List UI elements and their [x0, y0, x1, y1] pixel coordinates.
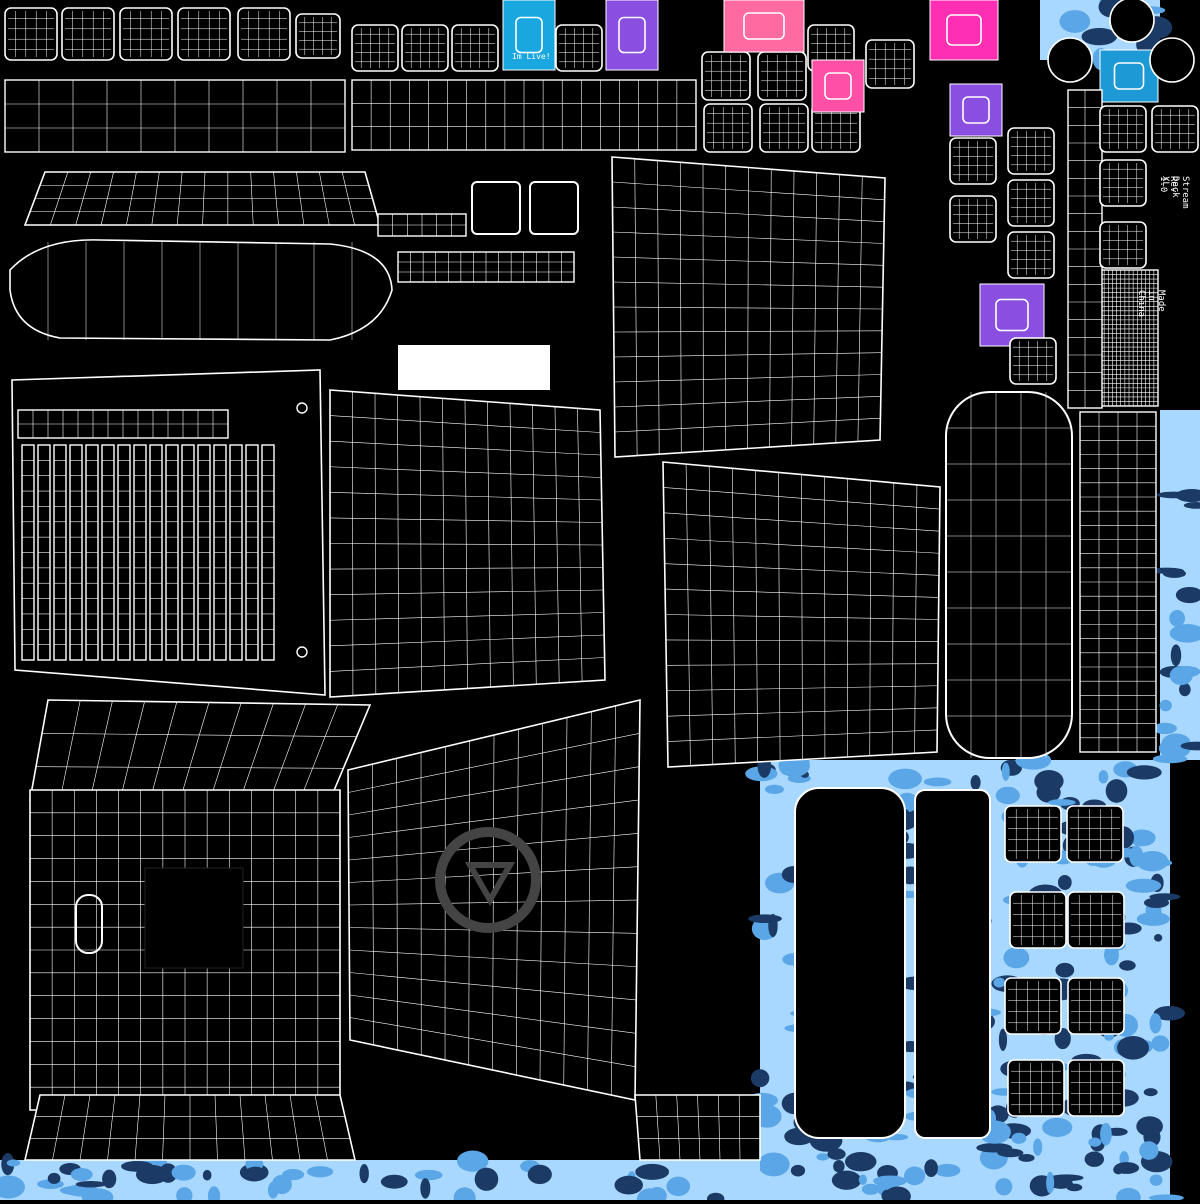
- keycap-right-0: [950, 138, 996, 184]
- monitor-icon: [930, 0, 998, 60]
- thin-strip-b: [398, 252, 574, 282]
- slanted-strip: [1068, 90, 1102, 408]
- slat-7: [134, 445, 146, 660]
- dark-slot: [145, 868, 243, 968]
- keycap-camo-0: [1005, 806, 1061, 862]
- keycap-camo-7: [1068, 1060, 1124, 1116]
- slat-6: [118, 445, 130, 660]
- slat-1: [38, 445, 50, 660]
- keycap-row2-0: [352, 25, 398, 71]
- keycap-top-4: [238, 8, 290, 60]
- slat-0: [22, 445, 34, 660]
- camera-icon: [724, 0, 804, 52]
- keycap-right-3: [1008, 180, 1054, 226]
- tall-bar-right: [1080, 412, 1156, 752]
- keycap-row2-3: [556, 25, 602, 71]
- keycap-right-8: [1100, 160, 1146, 206]
- top-mid-bar: [352, 80, 696, 150]
- camo-slot-mid: [915, 790, 990, 1138]
- mixer-icon: [950, 84, 1002, 136]
- grid-icon: [980, 284, 1044, 346]
- round-cap-2: [1150, 38, 1194, 82]
- slat-8: [150, 445, 162, 660]
- capsule-panel: [946, 392, 1072, 758]
- keycap-camo-4: [1005, 978, 1061, 1034]
- keycap-camo-1: [1067, 806, 1123, 862]
- slat-11: [198, 445, 210, 660]
- keycap-camo-2: [1010, 892, 1066, 948]
- slat-3: [70, 445, 82, 660]
- thin-strip-a: [378, 214, 466, 236]
- keycap-right-5: [1010, 338, 1056, 384]
- white-label-block: [398, 345, 550, 390]
- panel-bottom-center: [348, 700, 640, 1100]
- panel-mid-left: [330, 390, 605, 697]
- camo-slot-left: [795, 788, 905, 1138]
- keycap-right-6: [1100, 106, 1146, 152]
- keycap-row2-1: [402, 25, 448, 71]
- slat-12: [214, 445, 226, 660]
- slat-14: [246, 445, 258, 660]
- button-pad-0: [472, 182, 520, 234]
- panel-top-center: [612, 157, 885, 457]
- keycap-top-2: [120, 8, 172, 60]
- keycap-right-1: [950, 196, 996, 242]
- keycap-mid-2: [704, 104, 752, 152]
- slat-13: [230, 445, 242, 660]
- keycap-mid-0: [702, 52, 750, 100]
- waveform-icon: [1100, 50, 1158, 102]
- rounded-body-left: [10, 240, 392, 340]
- keycap-mid-5: [866, 40, 914, 88]
- keycap-camo-5: [1068, 978, 1124, 1034]
- slat-5: [102, 445, 114, 660]
- top-left-bar: [5, 80, 345, 152]
- trapezoid-bottom: [25, 1095, 355, 1160]
- keycap-mid-3: [760, 104, 808, 152]
- panel-mid-right: [663, 462, 940, 767]
- keycap-camo-6: [1008, 1060, 1064, 1116]
- keycap-right-7: [1152, 106, 1198, 152]
- scene-switch-icon: [812, 60, 864, 112]
- slat-2: [54, 445, 66, 660]
- chat-icon-caption: Im Live!: [512, 52, 551, 61]
- slat-9: [166, 445, 178, 660]
- keycap-camo-3: [1068, 892, 1124, 948]
- label-strip-b: Rev 1.0: [1158, 176, 1178, 198]
- keycap-right-9: [1100, 222, 1146, 268]
- keycap-right-4: [1008, 232, 1054, 278]
- button-pad-1: [530, 182, 578, 234]
- stream-icon: [606, 0, 658, 70]
- slat-15: [262, 445, 274, 660]
- keycap-mid-1: [758, 52, 806, 100]
- left-panel-header: [18, 410, 228, 438]
- keycap-row2-2: [452, 25, 498, 71]
- trapezoid-lower: [30, 700, 370, 800]
- keycap-top-1: [62, 8, 114, 60]
- trapezoid-top-left: [25, 172, 380, 225]
- label-strip-c: Made in China: [1136, 290, 1166, 324]
- round-cap-1: [1110, 0, 1154, 42]
- keycap-top-0: [5, 8, 57, 60]
- round-cap-0: [1048, 38, 1092, 82]
- keycap-top-5: [296, 14, 340, 58]
- trapezoid-bottom-right: [635, 1095, 760, 1160]
- keycap-right-2: [1008, 128, 1054, 174]
- slat-4: [86, 445, 98, 660]
- slat-10: [182, 445, 194, 660]
- keycap-top-3: [178, 8, 230, 60]
